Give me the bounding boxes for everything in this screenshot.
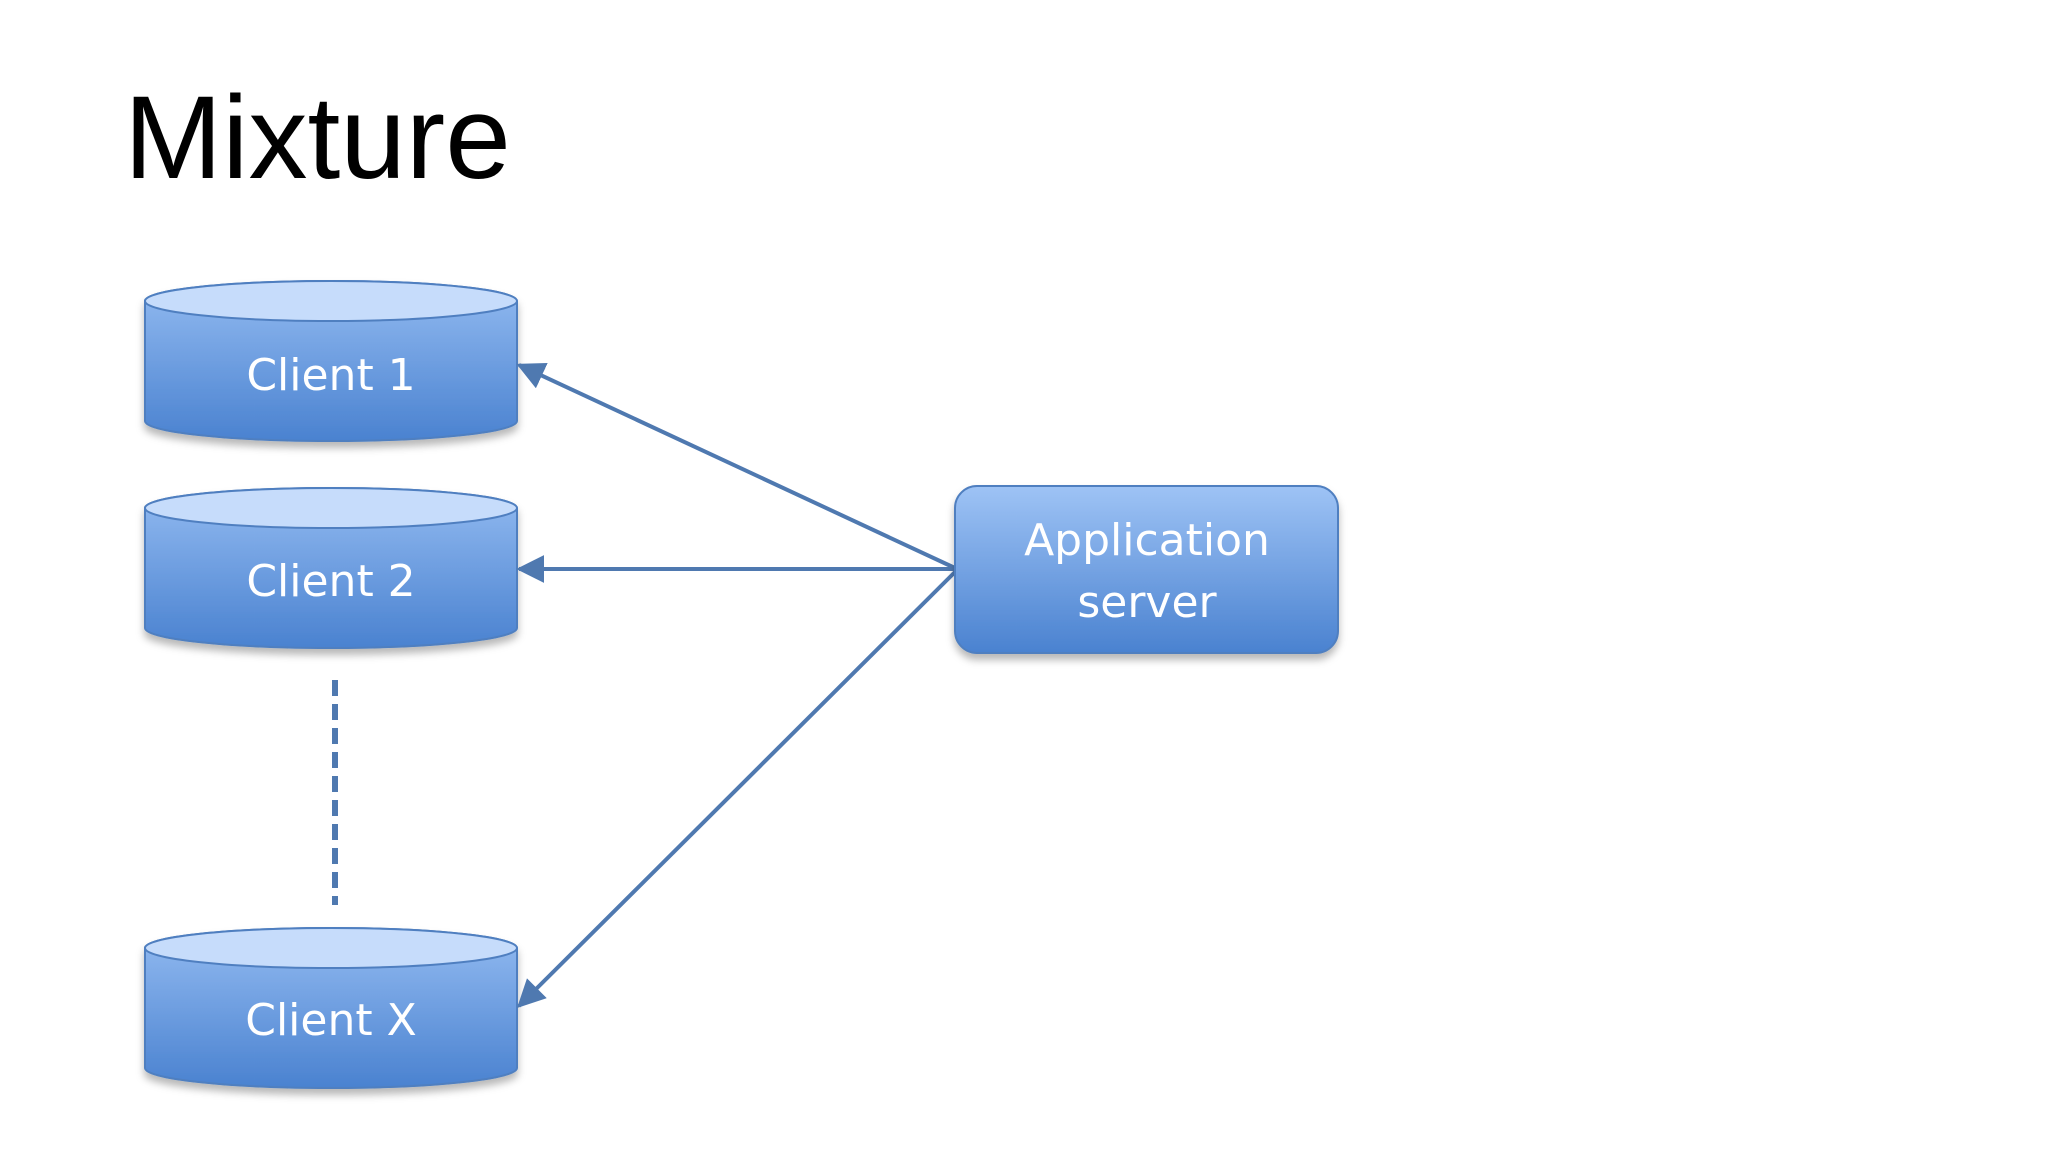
application-server-label-line2: server bbox=[1077, 577, 1217, 628]
client-1-cylinder bbox=[144, 280, 518, 442]
arrow-to-client-x bbox=[517, 570, 957, 1008]
client-2-cylinder bbox=[144, 487, 518, 649]
slide-title: Mixture bbox=[124, 72, 511, 204]
client-x-label: Client X bbox=[245, 995, 417, 1046]
application-server-box bbox=[954, 485, 1339, 654]
client-1-label: Client 1 bbox=[246, 350, 415, 401]
application-server-label-line1: Application bbox=[1024, 515, 1270, 566]
client-x-cylinder bbox=[144, 927, 518, 1089]
client-2-label: Client 2 bbox=[246, 556, 415, 607]
arrow-to-client-1 bbox=[516, 362, 956, 570]
